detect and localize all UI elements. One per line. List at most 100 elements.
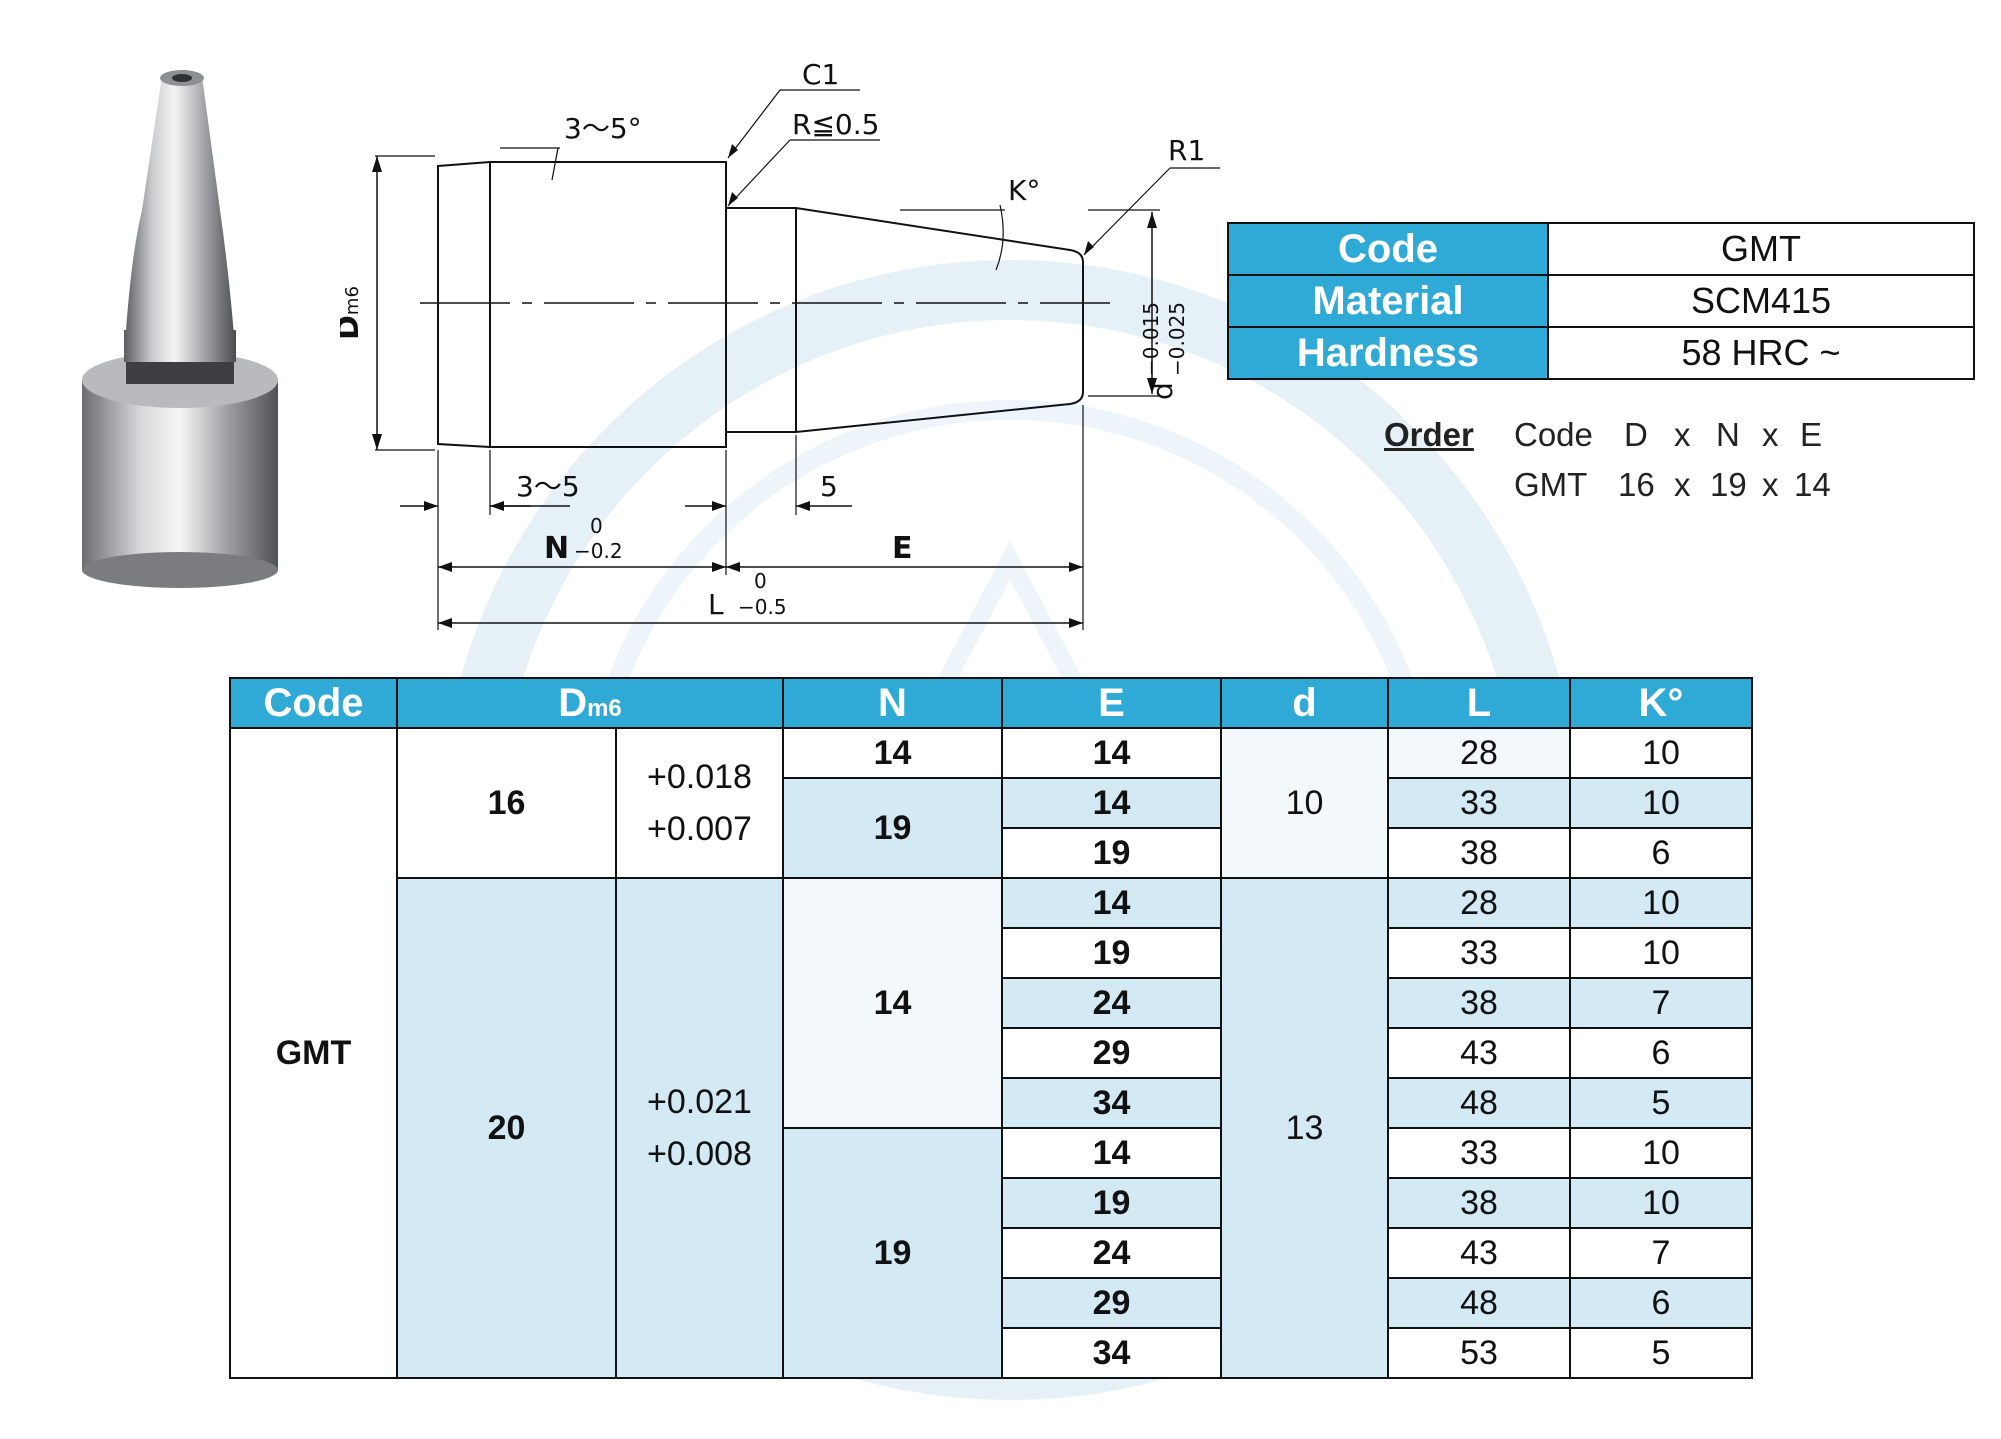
cell-K: 7: [1569, 1227, 1753, 1279]
cell-L: 33: [1387, 1127, 1571, 1179]
header-code: Code: [229, 677, 398, 729]
dim-l-label: L: [708, 588, 724, 621]
dim-l-tol-upper: 0: [754, 569, 767, 593]
cell-K: 10: [1569, 927, 1753, 979]
dim-d-tol-lower: −0.025: [1165, 302, 1189, 376]
cell-L: 28: [1387, 877, 1571, 929]
table-row: 34 53 5: [230, 1327, 1753, 1379]
spec-value-hardness: 58 HRC ~: [1547, 326, 1975, 380]
order-example-n: 19: [1710, 466, 1747, 503]
order-header-x1: x: [1674, 416, 1691, 453]
cell-E: 29: [1001, 1277, 1222, 1329]
cell-D-tolerance: +0.018+0.007: [615, 727, 784, 879]
order-example-d: 16: [1618, 466, 1655, 503]
table-row: 24 38 7: [230, 977, 1753, 1029]
cell-D-tolerance: +0.021+0.008: [615, 877, 784, 1379]
cell-d: 13: [1220, 877, 1389, 1379]
table-row: 29 43 6: [230, 1027, 1753, 1079]
cell-N: 14: [782, 877, 1003, 1129]
cell-D: 20: [396, 877, 617, 1379]
cell-E: 24: [1001, 977, 1222, 1029]
header-dm6: Dm6: [396, 677, 784, 729]
cell-L: 28: [1387, 727, 1571, 779]
cell-L: 38: [1387, 827, 1571, 879]
dim-r05: R≦0.5: [792, 108, 879, 141]
spec-table: Code GMT Material SCM415 Hardness 58 HRC…: [1227, 222, 1975, 380]
cell-E: 34: [1001, 1327, 1222, 1379]
cell-L: 48: [1387, 1277, 1571, 1329]
cell-L: 53: [1387, 1327, 1571, 1379]
dim-l-tol-lower: −0.5: [738, 595, 787, 619]
dim-e-label: E: [892, 531, 913, 566]
header-k: K°: [1569, 677, 1753, 729]
cell-L: 48: [1387, 1077, 1571, 1129]
order-example-x2: x: [1762, 466, 1779, 503]
dim-k-angle: K°: [1008, 174, 1040, 207]
cell-K: 10: [1569, 777, 1753, 829]
table-row: 19 14 33 10: [230, 777, 1753, 879]
cell-L: 43: [1387, 1227, 1571, 1279]
header-l: L: [1387, 677, 1571, 729]
dim-taper-angle: 3～5°: [564, 112, 642, 145]
cell-E: 14: [1001, 1127, 1222, 1179]
cell-K: 5: [1569, 1327, 1753, 1379]
table-row: 29 48 6: [230, 1277, 1753, 1329]
cell-N: 19: [782, 777, 1003, 879]
order-label: Order: [1384, 416, 1474, 453]
cell-E: 14: [1001, 727, 1222, 779]
order-example-e: 14: [1794, 466, 1831, 503]
cell-K: 6: [1569, 1027, 1753, 1079]
cell-L: 33: [1387, 777, 1571, 829]
order-example-x1: x: [1674, 466, 1691, 503]
order-example-code: GMT: [1514, 466, 1588, 503]
technical-drawing: C1 R≦0.5 3～5° R1 K° 3～5 5 N 0 −0.2 E L 0…: [340, 58, 1220, 630]
cell-K: 10: [1569, 877, 1753, 929]
cell-K: 10: [1569, 1127, 1753, 1179]
spec-value-material: SCM415: [1547, 274, 1975, 328]
header-d: d: [1220, 677, 1389, 729]
table-row: 20 +0.021+0.008 14 14 13 28 10: [230, 877, 1753, 1379]
table-row: 24 43 7: [230, 1227, 1753, 1279]
table-row: 19 14 33 10: [230, 1127, 1753, 1379]
spec-row-material: Material SCM415: [1227, 274, 1975, 328]
cell-E: 19: [1001, 827, 1222, 879]
table-row: 19 38 6: [230, 827, 1753, 879]
table-row: 19 33 10: [230, 927, 1753, 979]
cell-d: 10: [1220, 727, 1389, 879]
cell-K: 10: [1569, 727, 1753, 779]
dim-r1: R1: [1168, 134, 1205, 167]
spec-row-code: Code GMT: [1227, 222, 1975, 276]
spec-label-code: Code: [1227, 222, 1549, 276]
header-n: N: [782, 677, 1003, 729]
order-header-code: Code: [1514, 416, 1593, 453]
cell-K: 10: [1569, 1177, 1753, 1229]
cell-E: 19: [1001, 1177, 1222, 1229]
spec-label-material: Material: [1227, 274, 1549, 328]
cell-K: 6: [1569, 827, 1753, 879]
cell-K: 7: [1569, 977, 1753, 1029]
table-row: 34 48 5: [230, 1077, 1753, 1129]
cell-E: 34: [1001, 1077, 1222, 1129]
cell-E: 14: [1001, 877, 1222, 929]
cell-L: 43: [1387, 1027, 1571, 1079]
order-header-e: E: [1800, 416, 1823, 453]
spec-row-hardness: Hardness 58 HRC ~: [1227, 326, 1975, 380]
header-e: E: [1001, 677, 1222, 729]
cell-E: 24: [1001, 1227, 1222, 1279]
cell-K: 5: [1569, 1077, 1753, 1129]
cell-L: 33: [1387, 927, 1571, 979]
order-header-x2: x: [1762, 416, 1779, 453]
cell-code: GMT: [229, 727, 398, 1379]
dim-n-tol-upper: 0: [590, 514, 603, 538]
dimension-table: Code Dm6 N E d L K° GMT 16 +0.018+0.007 …: [229, 677, 1753, 1379]
spec-value-code: GMT: [1547, 222, 1975, 276]
dim-c1: C1: [802, 58, 839, 91]
dim-n-label: N: [544, 531, 569, 566]
dim-len-5: 5: [820, 470, 838, 503]
dim-len-35: 3～5: [516, 470, 580, 503]
cell-N: 14: [782, 727, 1003, 779]
cell-L: 38: [1387, 977, 1571, 1029]
dim-d-tol-upper: −0.015: [1139, 302, 1163, 376]
product-photo: [82, 70, 278, 588]
dim-d-label: d: [1146, 382, 1179, 400]
